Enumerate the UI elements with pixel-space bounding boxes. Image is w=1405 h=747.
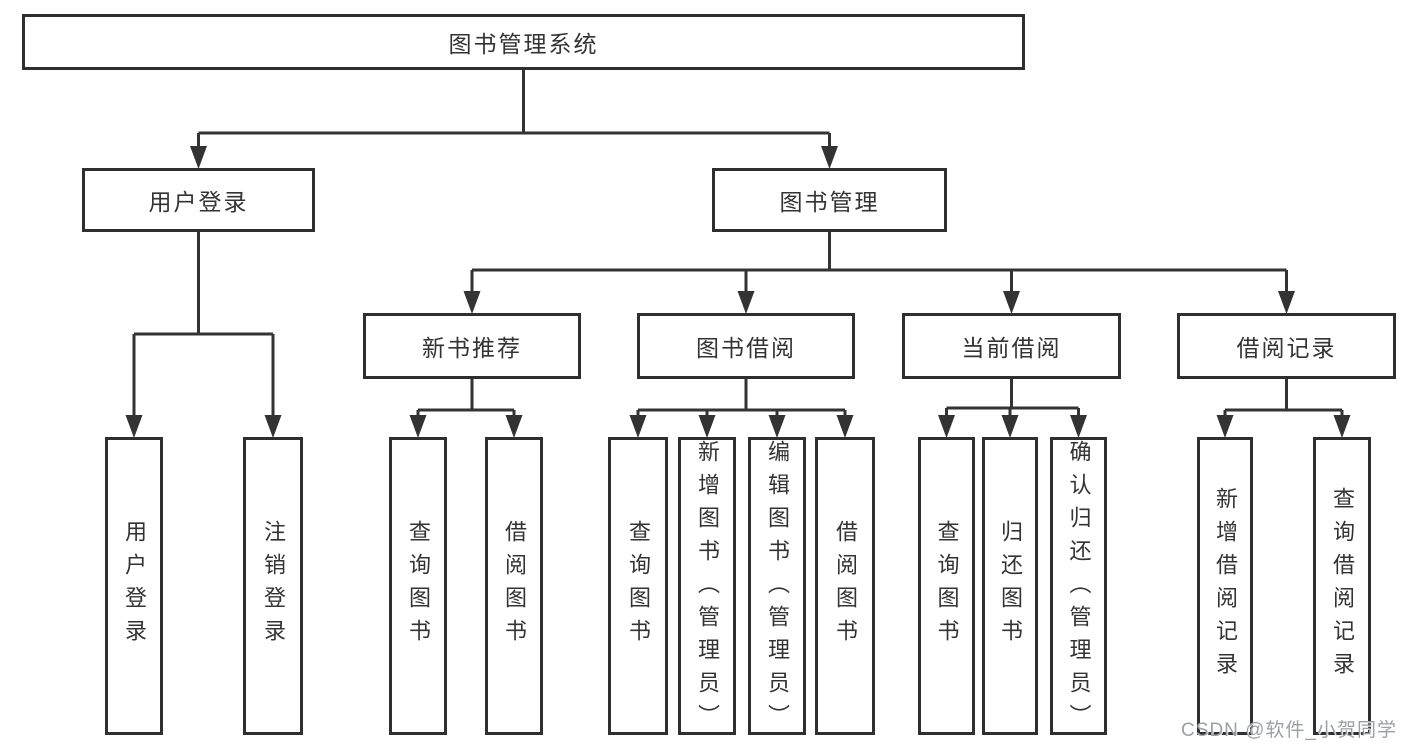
arrowhead-icon (938, 415, 955, 438)
node-records: 借阅记录 (1177, 313, 1396, 379)
node-login: 用户登录 (82, 168, 315, 232)
node-label-login-out: 注销登录 (261, 520, 286, 652)
node-nb-borrow: 借阅图书 (485, 437, 543, 735)
arrowhead-icon (463, 291, 481, 314)
tree-edges (132, 68, 1344, 416)
node-label-mgmt: 图书管理 (779, 189, 880, 215)
node-label-bb-edit: 编辑图书（管理员） (765, 440, 790, 737)
node-current: 当前借阅 (902, 313, 1121, 379)
node-login-out: 注销登录 (243, 437, 303, 735)
node-newbook: 新书推荐 (363, 313, 581, 379)
arrowhead-icon (1070, 415, 1087, 438)
node-label-cb-query: 查询图书 (934, 520, 960, 652)
arrowhead-icon (264, 415, 282, 438)
arrowhead-icon (836, 415, 854, 438)
node-label-bb-borrow: 借阅图书 (833, 520, 858, 652)
arrowhead-icon (737, 291, 755, 314)
arrowhead-icon (125, 415, 143, 438)
node-bb-edit: 编辑图书（管理员） (748, 437, 806, 737)
node-label-cb-return: 归还图书 (998, 520, 1023, 652)
arrowhead-icon (1001, 415, 1019, 438)
node-bb-query: 查询图书 (608, 437, 668, 735)
node-cb-return: 归还图书 (982, 437, 1038, 735)
node-label-br-add: 新增借阅记录 (1213, 487, 1238, 685)
node-br-add: 新增借阅记录 (1197, 437, 1253, 735)
node-cb-query: 查询图书 (918, 437, 975, 735)
node-label-login-user: 用户登录 (122, 520, 147, 652)
node-label-records: 借阅记录 (1236, 335, 1337, 361)
arrowhead-icon (629, 415, 647, 438)
arrowhead-icon (1003, 291, 1020, 314)
node-cb-confirm: 确认归还（管理员） (1050, 437, 1107, 737)
node-label-nb-query: 查询图书 (406, 520, 431, 652)
arrowhead-icon (821, 146, 838, 169)
node-label-nb-borrow: 借阅图书 (502, 520, 527, 652)
node-bb-borrow: 借阅图书 (815, 437, 875, 735)
arrowhead-icon (1333, 415, 1351, 438)
arrowhead-icon (698, 415, 716, 438)
node-bb-add: 新增图书（管理员） (678, 437, 736, 737)
node-label-bb-add: 新增图书（管理员） (695, 440, 720, 737)
arrowhead-icon (1216, 415, 1234, 438)
node-root: 图书管理系统 (22, 14, 1025, 70)
node-label-current: 当前借阅 (961, 335, 1062, 361)
node-label-newbook: 新书推荐 (422, 335, 522, 361)
node-label-login: 用户登录 (148, 189, 249, 215)
node-br-query: 查询借阅记录 (1313, 437, 1371, 735)
arrowhead-icon (768, 415, 786, 438)
node-label-root: 图书管理系统 (448, 31, 599, 57)
arrowhead-icon (505, 415, 523, 438)
node-borrow: 图书借阅 (637, 313, 855, 379)
node-nb-query: 查询图书 (389, 437, 447, 735)
node-mgmt: 图书管理 (712, 168, 947, 232)
watermark-text: CSDN @软件_小贺同学 (1181, 720, 1397, 741)
node-label-bb-query: 查询图书 (626, 520, 651, 652)
node-label-cb-confirm: 确认归还（管理员） (1066, 440, 1092, 737)
node-label-borrow: 图书借阅 (696, 335, 796, 361)
arrowhead-icon (190, 146, 207, 169)
node-login-user: 用户登录 (105, 437, 163, 735)
arrowhead-icon (1278, 291, 1295, 314)
arrowhead-icon (409, 415, 427, 438)
node-label-br-query: 查询借阅记录 (1330, 487, 1355, 685)
